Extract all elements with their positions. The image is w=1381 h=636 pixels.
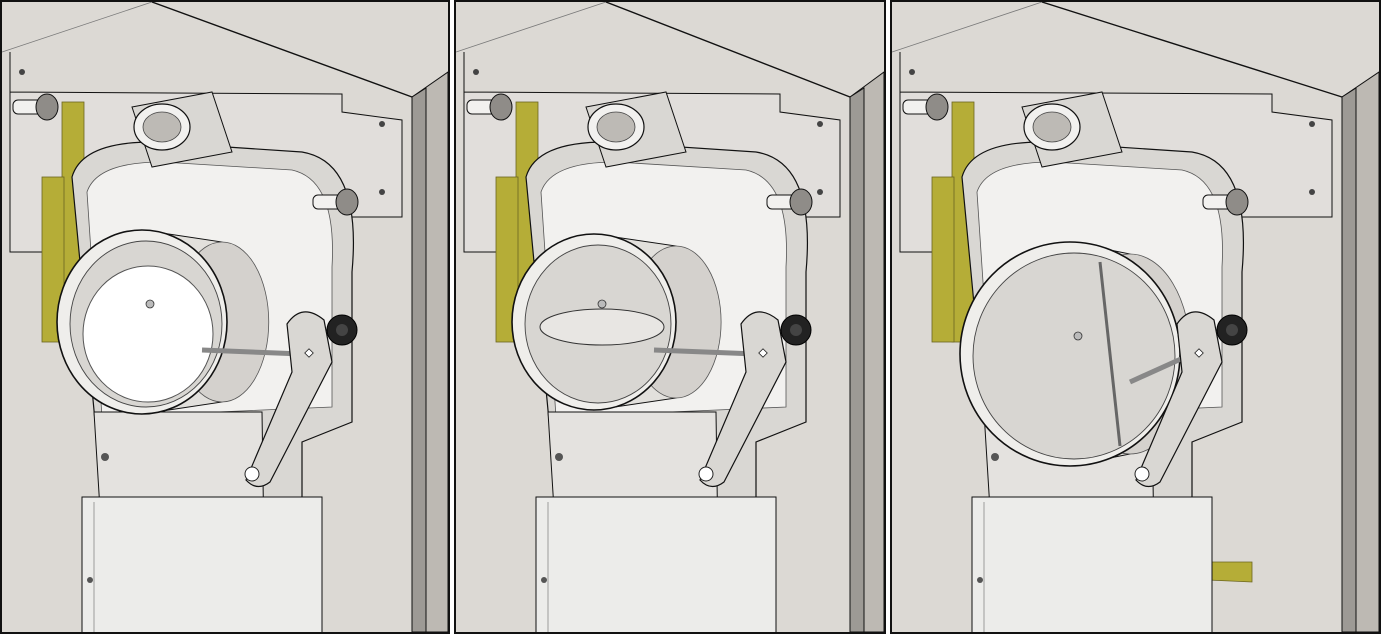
casing-top-back xyxy=(2,2,153,53)
bolt-nut-1 xyxy=(489,93,513,121)
plate-screw-2 xyxy=(817,121,823,127)
damper-disc xyxy=(82,265,214,403)
cover-screw-1 xyxy=(101,453,109,461)
locking-knob-center xyxy=(336,324,348,336)
bolt-nut-2 xyxy=(1225,188,1249,216)
damper-pivot xyxy=(1073,331,1083,341)
plate-screw-3 xyxy=(379,189,385,195)
plate-screw-1 xyxy=(473,69,479,75)
access-panel-screw xyxy=(87,577,93,583)
casing-top-back xyxy=(892,2,1043,53)
lever-slot xyxy=(1194,348,1204,358)
access-panel-screw xyxy=(977,577,983,583)
bolt-nut-1 xyxy=(925,93,949,121)
casing-top-edge xyxy=(605,2,851,98)
casing-top-edge xyxy=(1041,2,1343,98)
illustration-2 xyxy=(456,2,884,632)
plate-screw-1 xyxy=(909,69,915,75)
duct-inner-bore xyxy=(972,252,1176,460)
lever-slot xyxy=(304,348,314,358)
lever-end-hole xyxy=(698,466,714,482)
pipe-stub-bore xyxy=(596,111,636,143)
damper-shaft xyxy=(653,347,757,357)
locking-knob-center xyxy=(790,324,802,336)
locking-knob-center xyxy=(1226,324,1238,336)
access-panel xyxy=(81,496,323,632)
casing-side-edge xyxy=(849,87,865,632)
insulation-left-lower xyxy=(495,176,519,343)
bolt-nut-2 xyxy=(789,188,813,216)
damper-pivot xyxy=(597,299,607,309)
access-panel xyxy=(535,496,777,632)
casing-side-edge xyxy=(1341,87,1357,632)
plate-screw-2 xyxy=(1309,121,1315,127)
plate-screw-1 xyxy=(19,69,25,75)
damper-disc xyxy=(1098,261,1122,447)
cover-screw-1 xyxy=(991,453,999,461)
cover-screw-1 xyxy=(555,453,563,461)
damper-disc xyxy=(539,308,665,346)
bolt-nut-2 xyxy=(335,188,359,216)
plate-screw-3 xyxy=(1309,189,1315,195)
lever-end-hole xyxy=(244,466,260,482)
damper-shaft xyxy=(201,347,303,357)
casing-top-edge xyxy=(151,2,413,98)
bolt-nut-1 xyxy=(35,93,59,121)
damper-pivot xyxy=(145,299,155,309)
casing-top-back xyxy=(456,2,607,53)
panel-half-open-damper xyxy=(454,0,886,634)
pipe-stub-bore xyxy=(142,111,182,143)
illustration-3 xyxy=(892,2,1379,632)
plate-screw-2 xyxy=(379,121,385,127)
panel-closed-damper xyxy=(0,0,450,634)
panel-open-damper xyxy=(890,0,1381,634)
casing-side-edge xyxy=(411,87,427,632)
pipe-stub-bore xyxy=(1032,111,1072,143)
illustration-1 xyxy=(2,2,448,632)
lever-end-hole xyxy=(1134,466,1150,482)
access-panel-screw xyxy=(541,577,547,583)
insulation-left-lower xyxy=(931,176,955,343)
access-panel xyxy=(971,496,1213,632)
lever-slot xyxy=(758,348,768,358)
plate-screw-3 xyxy=(817,189,823,195)
